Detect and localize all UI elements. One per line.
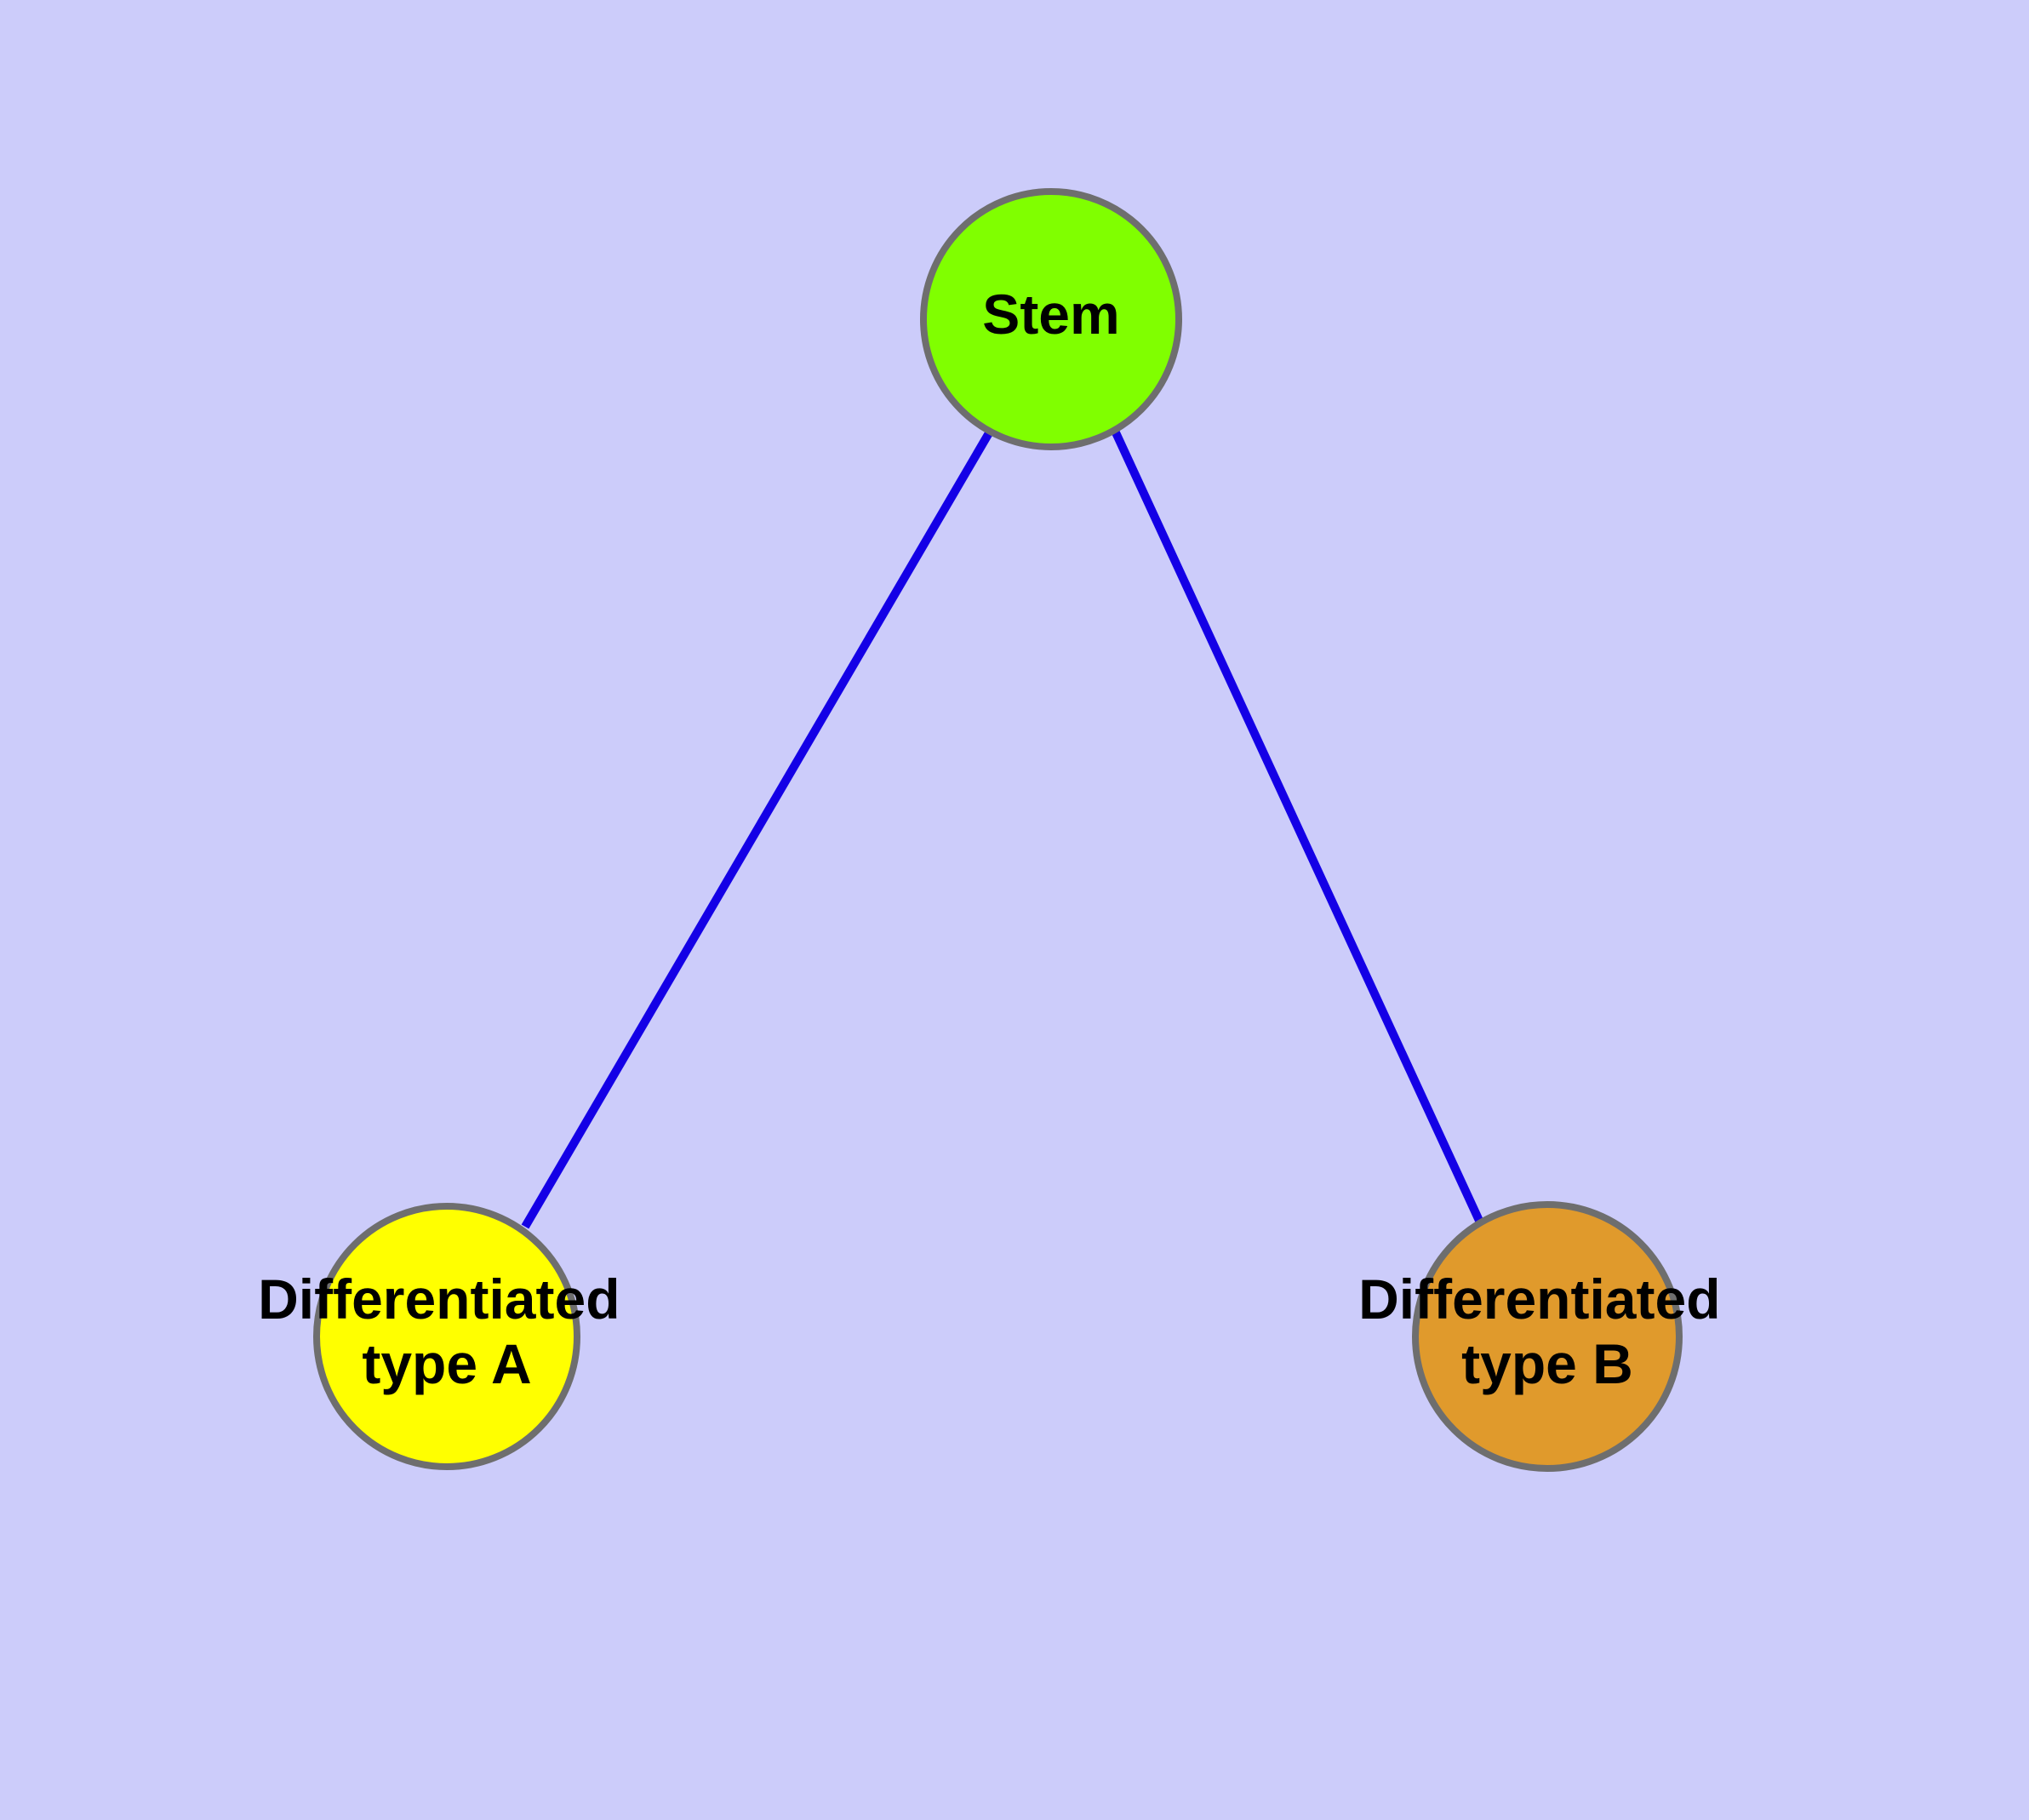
node-label-stem-line-1: Stem	[982, 283, 1119, 346]
edges-group	[521, 428, 1484, 1229]
node-label-differentiated-type-a: Differentiated type A	[258, 1268, 636, 1395]
node-circle-stem[interactable]	[920, 188, 1182, 450]
node-label-differentiated-type-b: Differentiated type B	[1358, 1268, 1736, 1395]
node-label-differentiated-type-b-line-1: Differentiated	[1358, 1268, 1720, 1331]
node-label-differentiated-type-a-line-2: type A	[362, 1332, 531, 1395]
node-circle-differentiated-type-b[interactable]	[1412, 1201, 1683, 1472]
node-differentiated-type-b[interactable]: Differentiated type B	[1358, 1201, 1736, 1472]
node-stem[interactable]: Stem	[920, 188, 1182, 450]
node-differentiated-type-a[interactable]: Differentiated type A	[258, 1203, 636, 1470]
node-label-differentiated-type-a-line-1: Differentiated	[258, 1268, 620, 1331]
node-label-differentiated-type-b-line-2: type B	[1461, 1332, 1633, 1395]
node-circle-differentiated-type-a[interactable]	[313, 1203, 580, 1470]
node-label-stem: Stem	[982, 283, 1119, 346]
edge-stem-to-differentiated-type-a[interactable]	[521, 429, 994, 1229]
edge-stem-to-differentiated-type-b[interactable]	[1111, 428, 1484, 1225]
nodes-group: Stem Differentiated type A Differentiate…	[258, 188, 1736, 1472]
